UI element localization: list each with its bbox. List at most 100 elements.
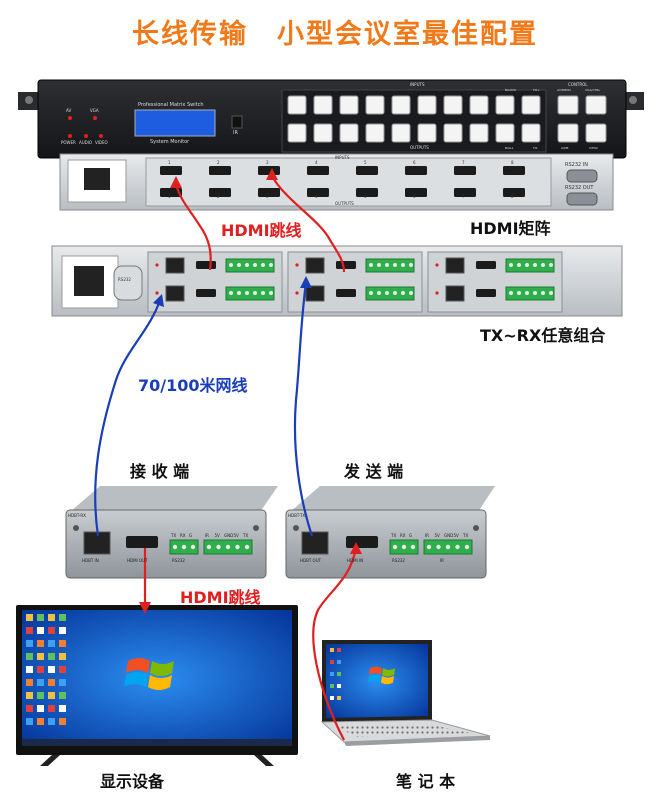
led-label-vga: VGA	[90, 108, 99, 113]
desktop-icon	[59, 653, 66, 660]
hdmi-port	[209, 166, 231, 175]
terminal-screw	[245, 291, 249, 295]
desktop-icon	[59, 705, 66, 712]
terminal-screw	[393, 263, 397, 267]
matrix-key-button	[495, 123, 515, 143]
port-number: 2	[217, 160, 220, 165]
control-key-button	[585, 123, 607, 143]
port-number: 6	[413, 160, 416, 165]
hdmi-port	[503, 166, 525, 175]
terminal-label: IR	[205, 533, 209, 538]
terminal-screw	[369, 263, 373, 267]
control-key-button	[557, 123, 579, 143]
matrix-back-panel	[59, 153, 614, 211]
laptop-desktop-icon	[330, 660, 334, 664]
card-hdmi-port	[476, 289, 496, 297]
terminal-screw	[401, 263, 405, 267]
desktop-icon	[48, 718, 55, 725]
desktop-icon	[37, 653, 44, 660]
desktop-icon	[37, 718, 44, 725]
receiver-device	[65, 486, 278, 579]
hdmi-jumper-label-top: HDMI跳线	[221, 221, 302, 240]
front-indicators	[68, 116, 103, 138]
terminal-screw	[409, 263, 413, 267]
desktop-icon	[59, 679, 66, 686]
desktop-icon	[37, 627, 44, 634]
terminal-screw	[525, 291, 529, 295]
key-label-b-lock: B/LOCK	[505, 88, 517, 92]
rs232-out-label: RS232 OUT	[565, 185, 594, 191]
chassis-rs232-port	[113, 265, 143, 301]
control-key-av-menu: AV/MENU	[557, 88, 571, 92]
terminal-label: GND	[444, 533, 454, 538]
desktop-icon	[26, 718, 33, 725]
terminal-screw	[525, 263, 529, 267]
ir-window	[231, 115, 243, 129]
terminal-label: TX	[171, 533, 177, 538]
terminal-screw	[409, 291, 413, 295]
terminal-label: 5V	[214, 533, 220, 538]
desktop-icon	[48, 705, 55, 712]
terminal-screw	[541, 263, 545, 267]
desktop-icon	[48, 640, 55, 647]
key-label-to-plus: TO+	[533, 88, 540, 92]
matrix-key-button	[313, 123, 333, 143]
hdmi-port	[503, 188, 525, 197]
hdmi-port	[356, 188, 378, 197]
card-hdmi-port	[476, 261, 496, 269]
desktop-icon	[59, 627, 66, 634]
receiver-side-label: HDBT-RX	[68, 513, 86, 518]
port-number: 1	[168, 160, 171, 165]
terminal-label: G	[189, 533, 193, 538]
network-cable-sender	[293, 281, 314, 537]
desktop-icon	[37, 705, 44, 712]
terminal-screw	[549, 291, 553, 295]
arrowheads-blue	[153, 276, 312, 307]
desktop-icon	[59, 614, 66, 621]
control-key-a-db: A/DB	[561, 146, 569, 150]
desktop-icon	[59, 692, 66, 699]
receiver-hdmi-out-port	[126, 536, 158, 548]
hdmi-port	[405, 166, 427, 175]
laptop-desktop-icons	[330, 648, 341, 700]
front-inputs-label: INPUTS	[410, 82, 425, 87]
control-key-v-esc: V/ESC	[589, 146, 598, 150]
desktop-icon	[26, 614, 33, 621]
card-terminal-block	[225, 258, 275, 273]
terminal-screw	[410, 544, 416, 550]
terminal-screw	[436, 544, 441, 550]
extender-chassis	[51, 245, 623, 317]
terminal-label: 5V	[453, 533, 459, 538]
sender-terminal-block	[389, 539, 473, 555]
terminal-screw	[517, 263, 521, 267]
matrix-key-button	[365, 123, 385, 143]
terminal-screw	[229, 263, 233, 267]
desktop-icon	[37, 666, 44, 673]
windows-logo-icon	[124, 658, 174, 690]
hdmi-matrix-label: HDMI矩阵	[470, 219, 551, 238]
terminal-label: 5V	[434, 533, 440, 538]
desktop-icon	[26, 666, 33, 673]
port-number: 4	[315, 160, 318, 165]
card-led	[155, 263, 159, 267]
port-number: 8	[511, 160, 514, 165]
desktop-icon	[48, 614, 55, 621]
sender-port-ir: IR	[440, 558, 444, 563]
card-terminal-block	[365, 258, 415, 273]
card-rj45-port	[165, 257, 185, 274]
matrix-key-button	[469, 95, 489, 115]
hdmi-port	[258, 166, 280, 175]
network-cable-label: 70/100米网线	[138, 376, 248, 395]
control-key-button	[557, 95, 579, 115]
matrix-key-button	[443, 95, 463, 115]
sender-rj45-port	[301, 531, 329, 555]
desktop-icon	[26, 692, 33, 699]
control-key-button	[585, 95, 607, 115]
front-button-grid	[281, 89, 607, 153]
terminal-label: TX	[463, 533, 469, 538]
terminal-label: 5V	[233, 533, 239, 538]
receiver-port-hdbt-in: HDBT IN	[82, 558, 99, 563]
receiver-port-rs232: RS232	[172, 558, 185, 563]
terminal-screw	[261, 291, 265, 295]
port-number: 7	[462, 194, 465, 199]
